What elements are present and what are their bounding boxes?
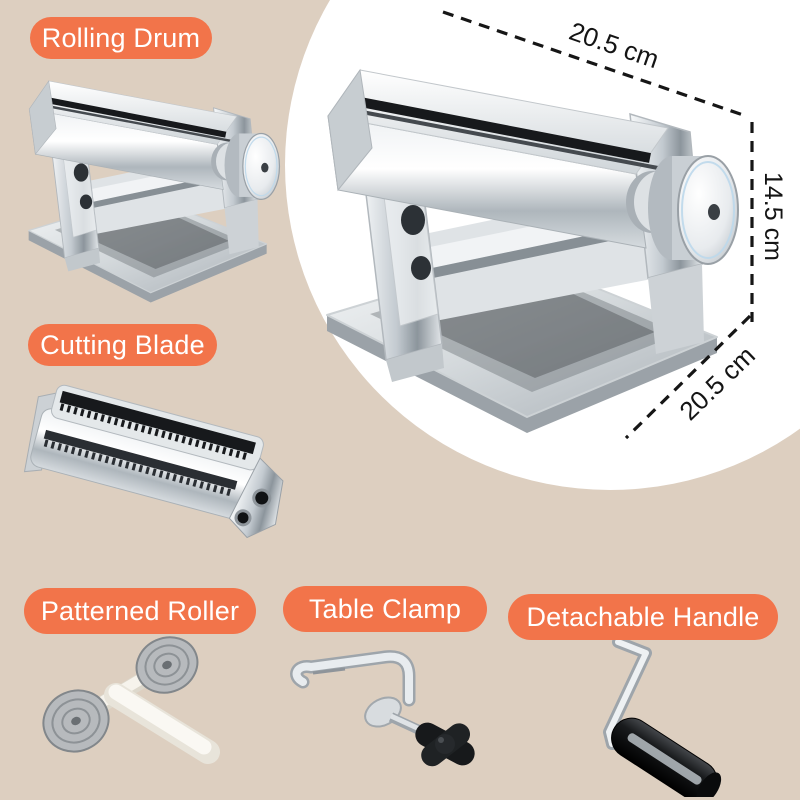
clamp-wing-knob xyxy=(415,722,475,767)
patterned-roller-image xyxy=(42,636,220,764)
clamp-pad xyxy=(364,696,402,728)
callout-patterned-roller: Patterned Roller xyxy=(24,588,256,634)
crank-grip xyxy=(611,717,722,797)
cutter-comb xyxy=(43,429,238,490)
callout-detachable-handle: Detachable Handle xyxy=(508,594,778,640)
roller-disc xyxy=(135,636,199,694)
callout-table-clamp: Table Clamp xyxy=(283,586,487,632)
cutting-blade-image xyxy=(23,384,284,539)
roller-disc xyxy=(42,689,110,753)
dimension-height-label: 14.5 cm xyxy=(759,172,787,261)
table-clamp-image xyxy=(290,650,475,767)
callout-rolling-drum: Rolling Drum xyxy=(30,17,212,59)
callout-cutting-blade: Cutting Blade xyxy=(28,324,217,366)
pasta-machine-main-image xyxy=(300,52,755,442)
rolling-drum-image xyxy=(12,70,290,308)
cutter-comb xyxy=(59,390,256,455)
detachable-handle-image xyxy=(603,636,722,797)
